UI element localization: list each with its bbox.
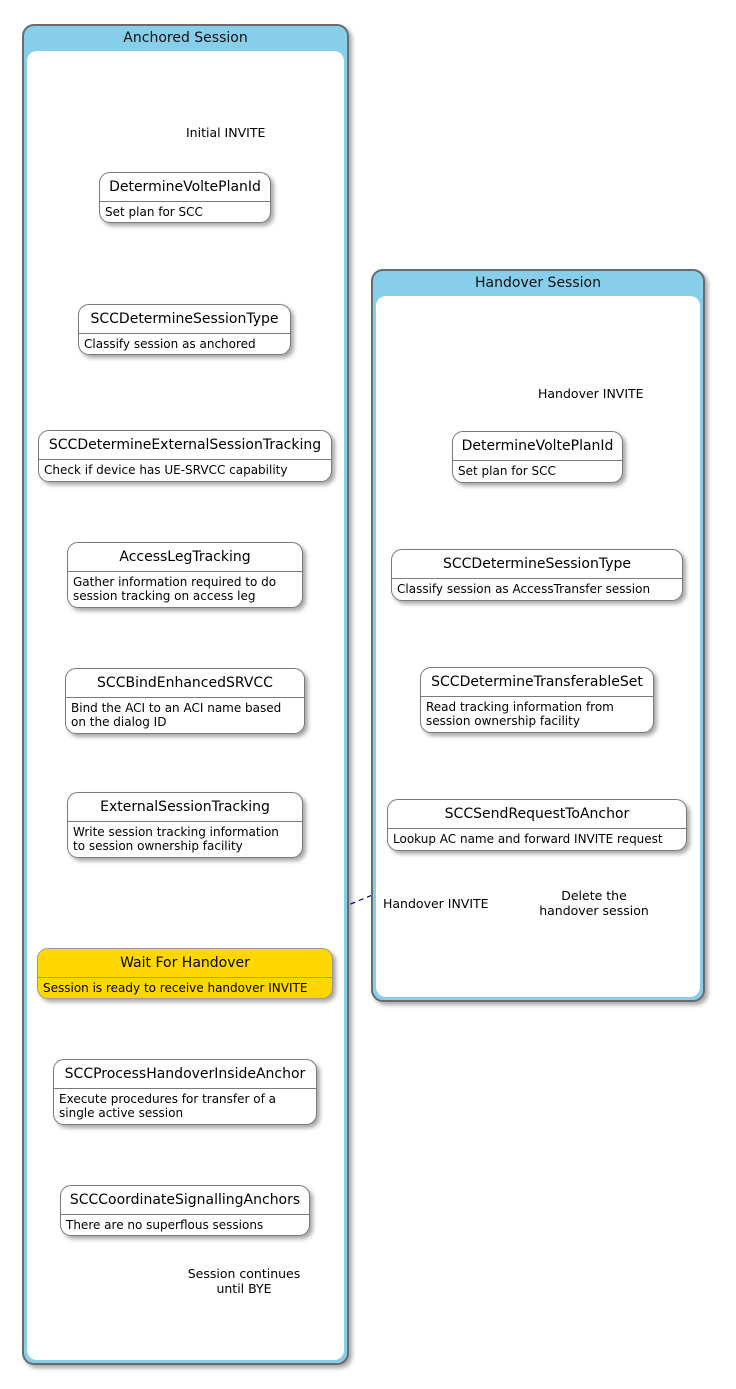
state-scc-bind-enhanced-srvcc: SCCBindEnhancedSRVCC Bind the ACI to an … bbox=[65, 668, 305, 734]
state-scc-coordinate-signalling-anchors: SCCCoordinateSignallingAnchors There are… bbox=[60, 1185, 310, 1236]
state-description: Set plan for SCC bbox=[458, 464, 556, 478]
state-access-leg-tracking: AccessLegTracking Gather information req… bbox=[67, 542, 303, 608]
handover-session-body bbox=[376, 296, 700, 997]
transition-label-cross-handover-invite: Handover INVITE bbox=[383, 896, 489, 911]
state-wait-for-handover: Wait For Handover Session is ready to re… bbox=[37, 948, 333, 999]
state-name: SCCDetermineSessionType bbox=[392, 550, 682, 579]
anchored-session-title: Anchored Session bbox=[123, 30, 248, 46]
state-name: AccessLegTracking bbox=[68, 543, 302, 572]
state-name: DetermineVoltePlanId bbox=[453, 432, 622, 461]
state-description: Lookup AC name and forward INVITE reques… bbox=[393, 832, 663, 846]
state-name: SCCSendRequestToAnchor bbox=[388, 800, 686, 829]
transition-label-initial-invite: Initial INVITE bbox=[186, 125, 266, 140]
state-name: DetermineVoltePlanId bbox=[100, 173, 270, 202]
state-description: Execute procedures for transfer of a sin… bbox=[59, 1092, 277, 1120]
state-determine-volte-plan-id-anchored: DetermineVoltePlanId Set plan for SCC bbox=[99, 172, 271, 223]
state-name: Wait For Handover bbox=[38, 949, 332, 978]
state-description: Set plan for SCC bbox=[105, 205, 203, 219]
state-external-session-tracking: ExternalSessionTracking Write session tr… bbox=[67, 792, 303, 858]
state-description: There are no superflous sessions bbox=[66, 1218, 264, 1232]
state-description: Gather information required to do sessio… bbox=[73, 575, 277, 603]
state-name: SCCBindEnhancedSRVCC bbox=[66, 669, 304, 698]
state-description: Classify session as anchored bbox=[84, 337, 256, 351]
state-name: SCCProcessHandoverInsideAnchor bbox=[54, 1060, 316, 1089]
transition-label-handover-invite: Handover INVITE bbox=[538, 386, 644, 401]
state-description: Check if device has UE-SRVCC capability bbox=[44, 463, 288, 477]
state-name: SCCDetermineTransferableSet bbox=[421, 668, 653, 697]
state-description: Read tracking information from session o… bbox=[426, 700, 614, 728]
state-name: ExternalSessionTracking bbox=[68, 793, 302, 822]
state-scc-determine-transferable-set: SCCDetermineTransferableSet Read trackin… bbox=[420, 667, 654, 733]
transition-label-session-continues: Session continues until BYE bbox=[187, 1266, 301, 1296]
state-scc-send-request-to-anchor: SCCSendRequestToAnchor Lookup AC name an… bbox=[387, 799, 687, 851]
handover-session-container: Handover Session bbox=[371, 269, 705, 1002]
handover-session-title: Handover Session bbox=[475, 275, 601, 291]
state-description: Session is ready to receive handover INV… bbox=[43, 981, 308, 995]
state-scc-determine-external-session-tracking: SCCDetermineExternalSessionTracking Chec… bbox=[38, 430, 332, 482]
transition-label-delete-handover-session: Delete the handover session bbox=[539, 888, 649, 918]
state-name: SCCCoordinateSignallingAnchors bbox=[61, 1186, 309, 1215]
state-scc-determine-session-type-handover: SCCDetermineSessionType Classify session… bbox=[391, 549, 683, 601]
state-name: SCCDetermineSessionType bbox=[79, 305, 290, 334]
state-name: SCCDetermineExternalSessionTracking bbox=[39, 431, 331, 460]
state-description: Classify session as AccessTransfer sessi… bbox=[397, 582, 651, 596]
state-description: Bind the ACI to an ACI name based on the… bbox=[71, 701, 282, 729]
state-description: Write session tracking information to se… bbox=[73, 825, 279, 853]
arrow-cross-handover-invite bbox=[242, 850, 481, 949]
state-scc-process-handover-inside-anchor: SCCProcessHandoverInsideAnchor Execute p… bbox=[53, 1059, 317, 1125]
state-determine-volte-plan-id-handover: DetermineVoltePlanId Set plan for SCC bbox=[452, 431, 623, 483]
state-scc-determine-session-type-anchored: SCCDetermineSessionType Classify session… bbox=[78, 304, 291, 355]
